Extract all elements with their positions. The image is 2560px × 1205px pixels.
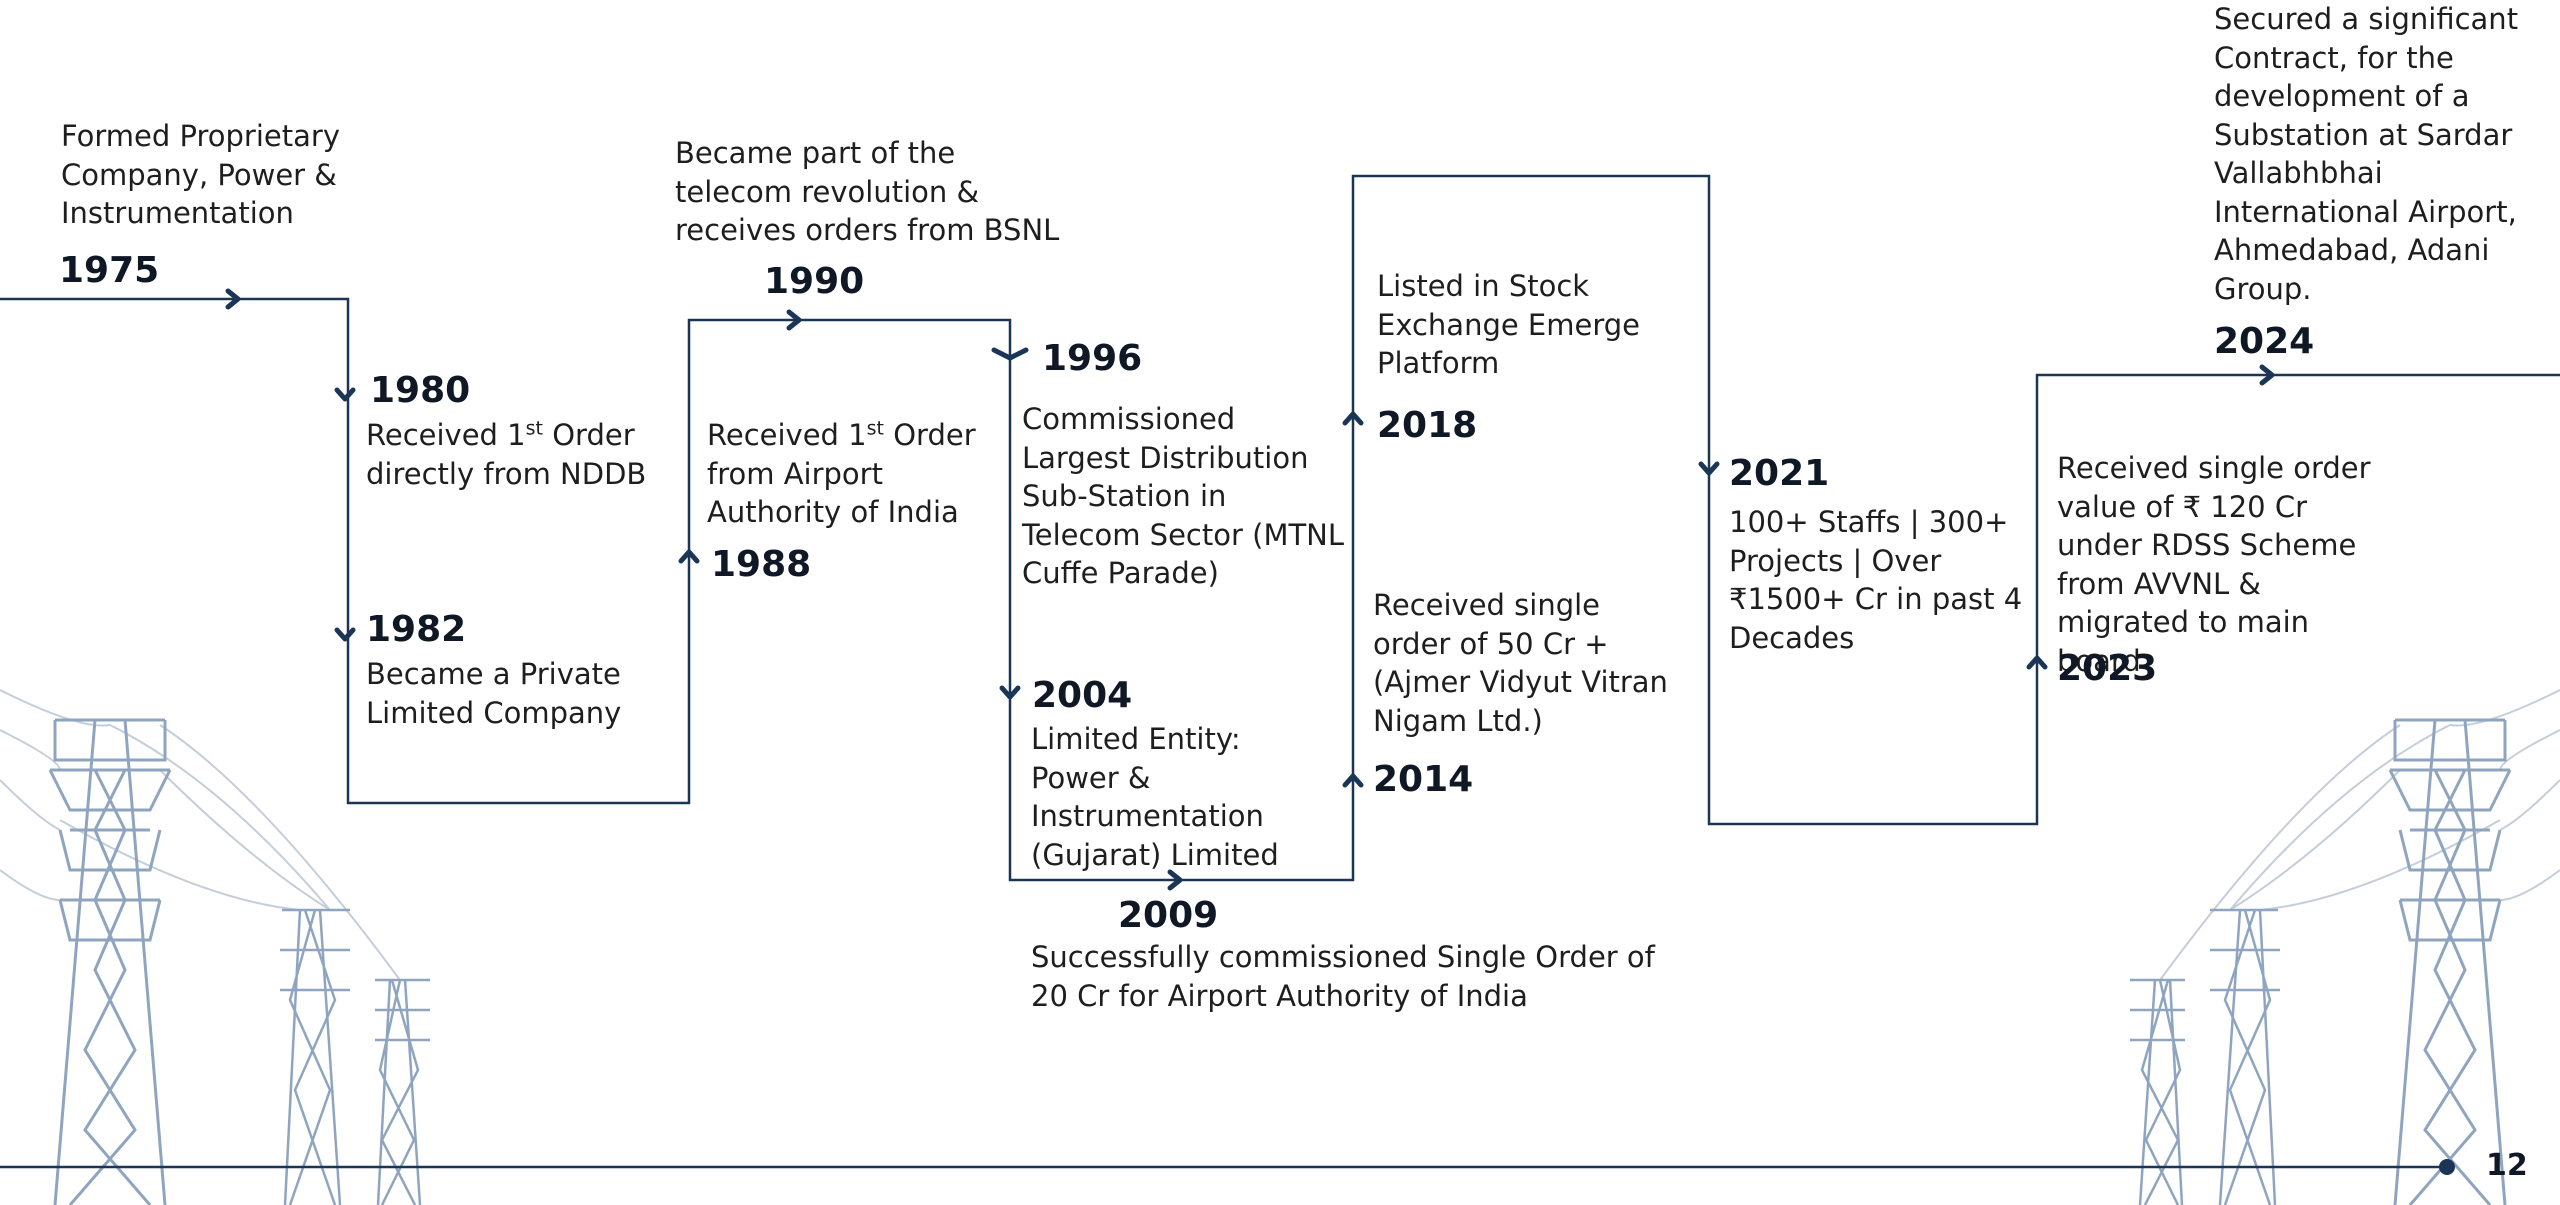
- milestone-2009-year: 2009: [1118, 895, 1219, 936]
- milestone-1980-text: Received 1st Order directly from NDDB: [366, 417, 647, 491]
- arrow-2018-icon: [1342, 411, 1364, 426]
- milestone-2024-year: 2024: [2214, 321, 2315, 362]
- milestone-2024-text: Secured a significant Contract, for the …: [2214, 2, 2519, 306]
- milestone-2014-text: Received single order of 50 Cr + (Ajmer …: [1373, 588, 1668, 738]
- arrow-1990-icon: [786, 309, 802, 331]
- arrow-2021-icon: [1698, 461, 1720, 476]
- page-marker-dot: [2439, 1159, 2455, 1175]
- milestone-1982-text: Became a Private Limited Company: [366, 657, 622, 730]
- milestone-1990-text: Became part of the telecom revolution & …: [675, 136, 1060, 247]
- arrow-1996-icon: [991, 347, 1029, 361]
- transmission-tower-left-icon: [0, 689, 430, 1205]
- milestone-1975-year: 1975: [59, 250, 160, 291]
- page-number: 12: [2486, 1148, 2528, 1183]
- milestone-2023-text: Received single order value of ₹ 120 Cr …: [2057, 451, 2371, 678]
- milestone-2014-year: 2014: [1373, 759, 1474, 800]
- milestone-1982-year: 1982: [366, 609, 467, 650]
- arrow-2009-icon: [1167, 869, 1183, 891]
- milestone-2018-year: 2018: [1377, 405, 1478, 446]
- milestone-2021-text: 100+ Staffs | 300+ Projects | Over ₹1500…: [1729, 505, 2023, 655]
- arrow-2014-icon: [1342, 773, 1364, 788]
- arrow-1982-icon: [334, 627, 356, 642]
- milestone-2004-text: Limited Entity: Power & Instrumentation …: [1031, 722, 1279, 872]
- arrow-2004-icon: [999, 685, 1021, 700]
- milestone-1988-year: 1988: [711, 544, 812, 585]
- milestone-2018-text: Listed in Stock Exchange Emerge Platform: [1377, 269, 1640, 380]
- arrow-2023-icon: [2026, 655, 2048, 670]
- milestone-2009-text: Successfully commissioned Single Order o…: [1031, 940, 1655, 1013]
- milestone-1980-year: 1980: [370, 370, 471, 411]
- transmission-tower-right-icon: [2130, 689, 2560, 1205]
- milestone-1975-text: Formed Proprietary Company, Power & Inst…: [61, 119, 340, 230]
- milestone-2023-year: 2023: [2057, 648, 2158, 689]
- milestone-1988-text: Received 1st Order from Airport Authorit…: [707, 417, 976, 529]
- milestone-2004-year: 2004: [1032, 675, 1133, 716]
- arrow-1980-icon: [334, 387, 356, 402]
- arrow-1975-icon: [225, 288, 241, 310]
- arrow-1988-icon: [678, 549, 700, 564]
- milestone-1996-text: Commissioned Largest Distribution Sub-St…: [1022, 402, 1345, 590]
- milestone-1996-year: 1996: [1042, 338, 1143, 379]
- milestone-1990-year: 1990: [764, 261, 865, 302]
- milestone-2021-year: 2021: [1729, 453, 1830, 494]
- arrow-2024-icon: [2259, 364, 2275, 386]
